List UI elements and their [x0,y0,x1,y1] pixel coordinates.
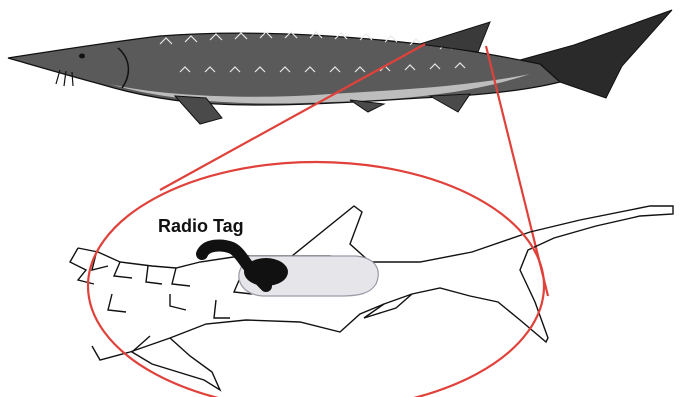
sturgeon-anal-fin [430,94,470,112]
sturgeon-eye [79,54,85,59]
radio-tag [202,246,378,296]
sturgeon-pelvic-fin [350,100,384,112]
radio-tag-label: Radio Tag [158,216,244,236]
sturgeon-illustration [8,10,672,124]
detail-dorsal-fin [292,206,370,262]
detail-lower-fin [132,336,220,390]
radio-tag-transmitter [244,258,288,286]
detail-pelvic-fin [364,294,412,318]
